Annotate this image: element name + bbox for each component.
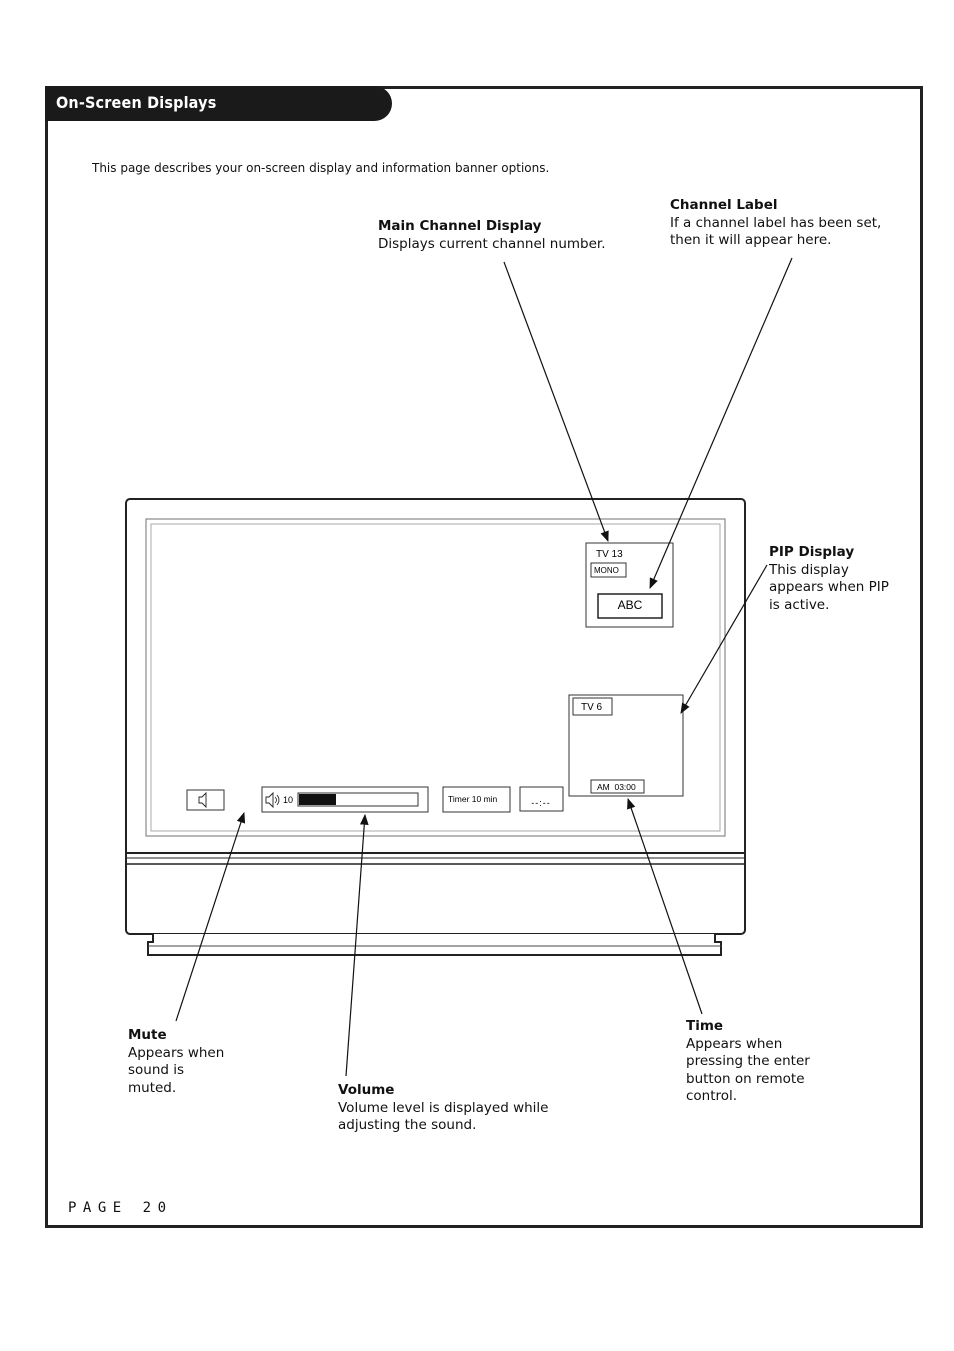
channel-label-title: Channel Label <box>670 197 778 213</box>
pip-callout: PIP Display This display appears when PI… <box>769 544 889 614</box>
channel-label-desc: If a channel label has been set, then it… <box>670 214 882 249</box>
volume-bar-fill <box>299 794 336 805</box>
intro-text: This page describes your on-screen displ… <box>92 161 550 175</box>
page-title: On-Screen Displays <box>56 93 217 112</box>
volume-title: Volume <box>338 1082 395 1098</box>
volume-pointer <box>345 813 369 1077</box>
speaker-icon <box>265 791 274 809</box>
pip-channel-text: TV 6 <box>581 702 603 713</box>
time-desc: Appears when pressing the enter button o… <box>686 1035 810 1105</box>
channel-label-pointer <box>649 257 793 589</box>
volume-desc: Volume level is displayed while adjustin… <box>338 1099 549 1134</box>
volume-value: 10 <box>283 795 293 805</box>
channel-label-box <box>597 593 663 619</box>
main-channel-callout: Main Channel Display Displays current ch… <box>378 218 606 253</box>
mute-desc: Appears when sound is muted. <box>128 1044 225 1096</box>
pip-channel-box <box>572 697 613 716</box>
page-frame <box>45 86 923 1228</box>
pip-time-text: AM 03:00 <box>597 782 636 792</box>
main-channel-desc: Displays current channel number. <box>378 235 606 252</box>
tv-screen <box>150 523 721 832</box>
mute-callout: Mute Appears when sound is muted. <box>128 1027 224 1097</box>
time-placeholder: --:-- <box>531 798 551 808</box>
speaker-muted-icon <box>198 791 207 809</box>
mute-title: Mute <box>128 1027 167 1043</box>
time-title: Time <box>686 1018 724 1034</box>
channel-label-callout: Channel Label If a channel label has bee… <box>670 197 881 250</box>
pip-time-box <box>590 779 645 794</box>
channel-label-text: ABC <box>618 598 643 612</box>
header-tab <box>45 86 392 121</box>
pip-window <box>568 694 684 797</box>
time-pointer <box>627 797 703 1015</box>
main-channel-text: TV 13 <box>596 549 623 560</box>
audio-mode-text: MONO <box>594 566 619 575</box>
page-number: PAGE 20 <box>68 1200 173 1216</box>
timer-text: Timer 10 min <box>448 794 498 804</box>
pip-desc: This display appears when PIP is active. <box>769 561 889 613</box>
pip-title: PIP Display <box>769 544 855 560</box>
audio-mode-box <box>590 562 627 578</box>
time-callout: Time Appears when pressing the enter but… <box>686 1018 810 1106</box>
pip-pointer <box>680 564 768 714</box>
time-box <box>519 786 564 812</box>
main-channel-title: Main Channel Display <box>378 218 542 234</box>
tv-screen-bezel <box>145 518 726 837</box>
main-channel-pointer <box>503 261 609 543</box>
mute-pointer <box>175 811 246 1022</box>
tv-base <box>147 934 722 956</box>
timer-box <box>442 786 511 813</box>
volume-callout: Volume Volume level is displayed while a… <box>338 1082 548 1135</box>
mute-box <box>186 789 225 811</box>
